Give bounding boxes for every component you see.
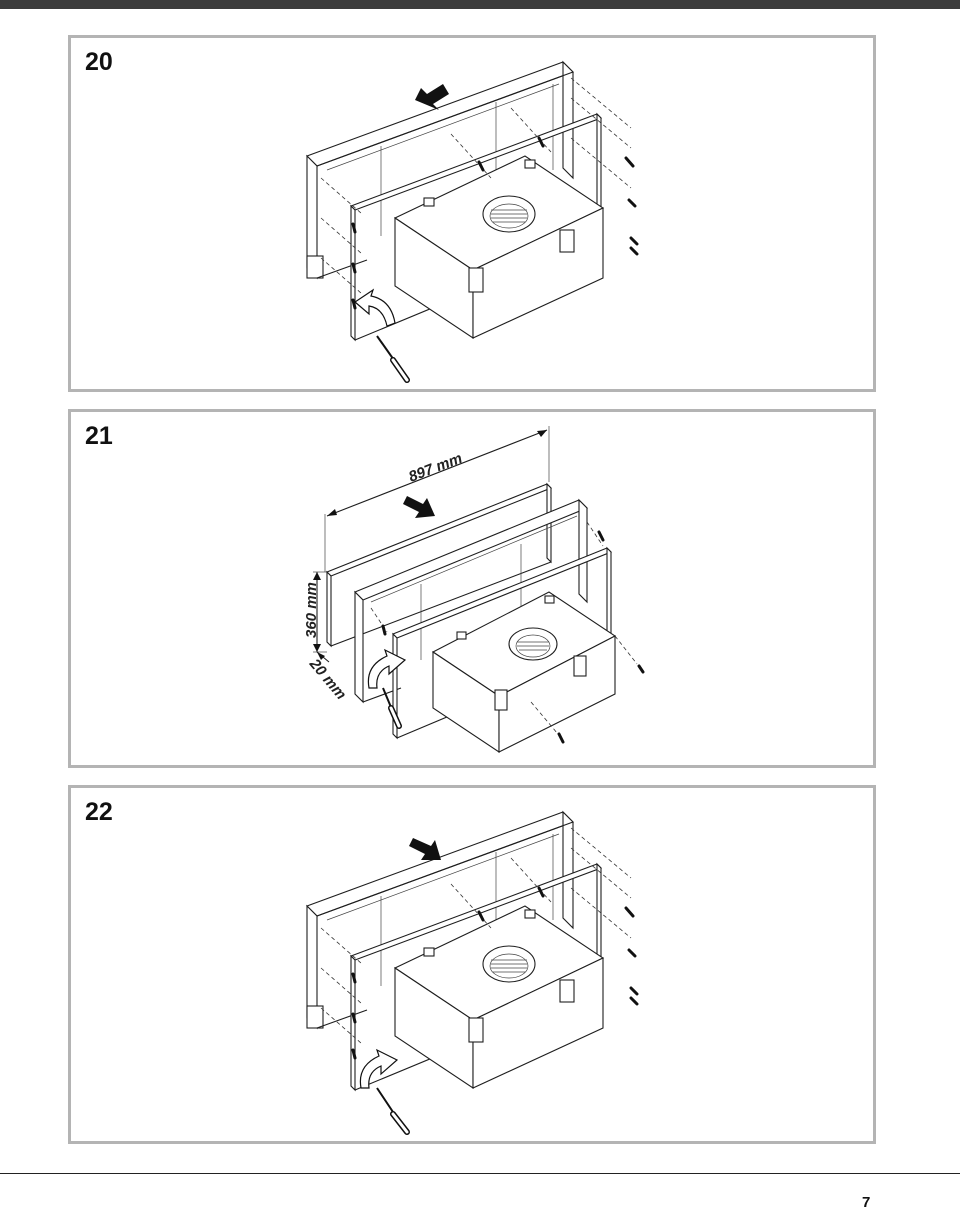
step-number: 21 [85,422,113,450]
width-dimension-label: 897 mm [406,450,464,486]
footer-rule [0,1173,960,1174]
step-22-illustration [306,810,639,1135]
push-arrow-icon [409,838,441,860]
depth-dimension [316,651,330,663]
mounting-frame [354,498,588,704]
screws [351,886,639,1060]
height-dimension [313,571,327,653]
step-21-illustration: 897 mm 360 mm 20 mm [303,426,645,754]
top-bar [0,0,960,9]
screwdriver-icon [376,1087,410,1135]
step-20-panel: 20 [68,35,876,392]
push-arrow-icon [403,496,435,518]
hood-unit [431,591,617,754]
step-number: 22 [85,798,113,826]
screwdriver-icon [382,687,402,729]
width-dimension [324,426,550,572]
hood-unit [393,155,605,340]
rotate-arrow-icon [359,1048,399,1089]
depth-dimension-label: 20 mm [305,655,349,703]
mounting-frame [306,810,574,1030]
screwdriver-icon [376,335,410,383]
hood-unit [393,905,605,1090]
rotate-arrow-icon [354,288,396,327]
assembly-guides [320,77,632,294]
screws [381,530,645,744]
lift-arrow-icon [415,84,449,110]
height-dimension-label: 360 mm [303,582,320,638]
screws [351,136,639,310]
mounting-frame [306,60,574,280]
rotate-arrow-icon [367,648,407,689]
step-21-panel: 21 897 mm 360 mm 20 mm [68,409,876,768]
page-number: 7 [862,1194,871,1211]
step-20-illustration [306,60,639,383]
step-22-panel: 22 [68,785,876,1144]
step-number: 20 [85,48,113,76]
